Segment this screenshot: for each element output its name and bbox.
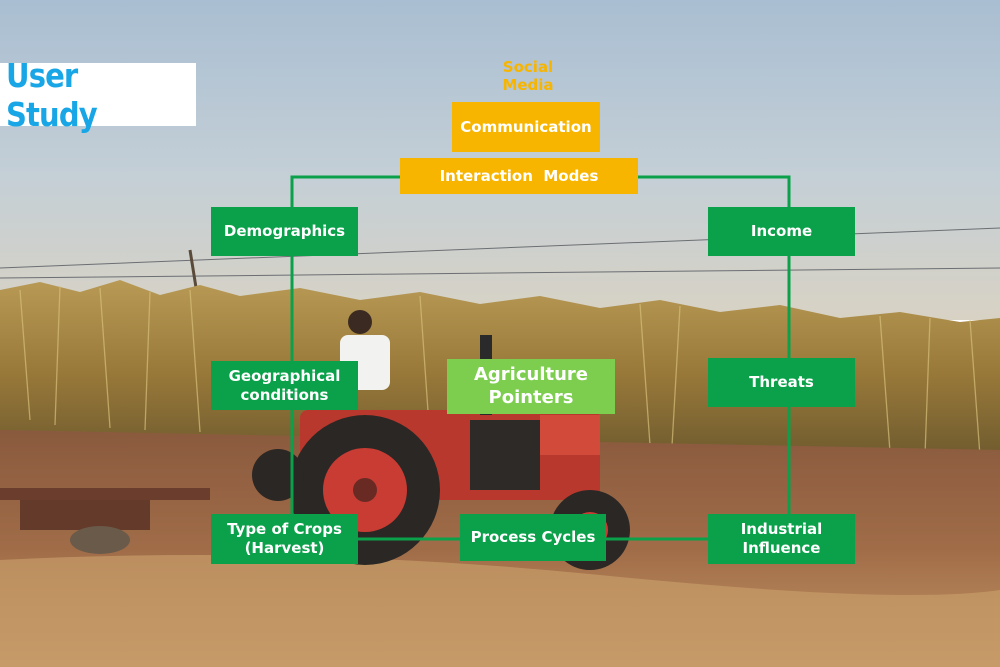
node-label: Type of Crops (Harvest) (227, 520, 342, 557)
node-income: Income (708, 207, 855, 256)
node-label: Demographics (223, 222, 346, 241)
node-type-of-crops: Type of Crops (Harvest) (211, 514, 358, 564)
node-label: Agriculture Pointers (473, 364, 589, 408)
node-communication: Communication (452, 102, 600, 152)
node-geographical-conditions: Geographical conditions (211, 361, 358, 410)
node-process-cycles: Process Cycles (460, 514, 606, 561)
node-demographics: Demographics (211, 207, 358, 256)
node-label: Process Cycles (470, 528, 596, 547)
node-label: Interaction Modes (439, 166, 599, 185)
node-label: Threats (749, 373, 814, 392)
node-label: Communication (460, 117, 592, 136)
title-banner: User Study (0, 56, 196, 134)
node-interaction-modes: Interaction Modes (400, 158, 638, 194)
node-label: Industrial Influence (740, 520, 823, 557)
social-media-label: Social Media (502, 58, 554, 94)
node-threats: Threats (708, 358, 855, 407)
node-label: Geographical conditions (228, 366, 341, 404)
page-title: User Study (6, 55, 98, 134)
node-label: Income (750, 222, 813, 241)
node-agriculture-pointers: Agriculture Pointers (447, 359, 615, 414)
node-industrial-influence: Industrial Influence (708, 514, 855, 564)
